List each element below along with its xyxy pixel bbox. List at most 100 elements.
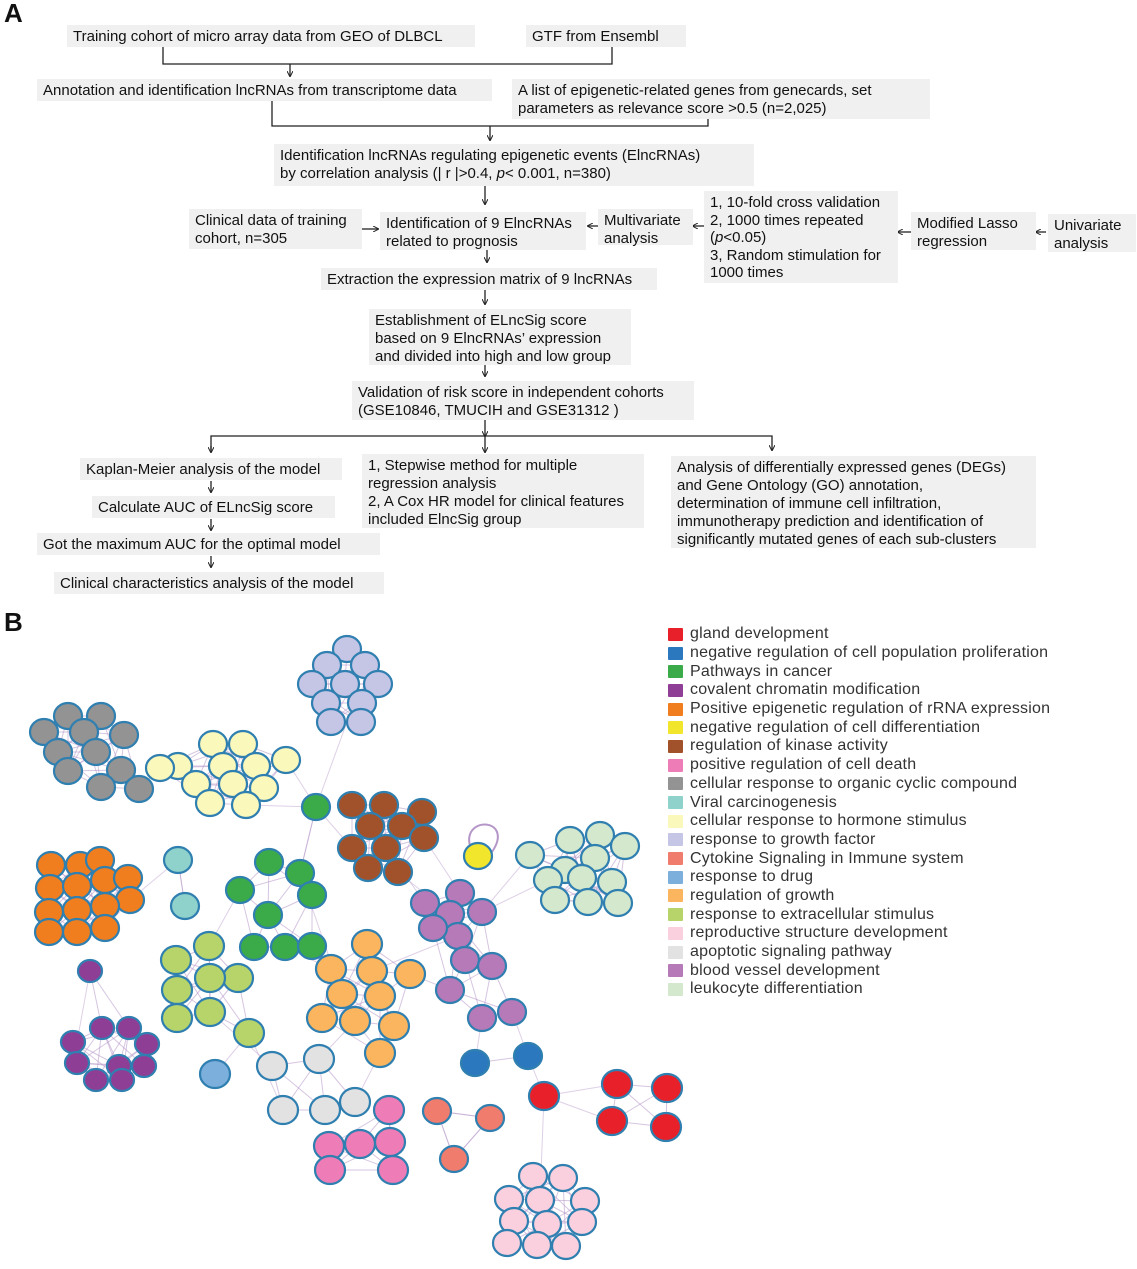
network-node (224, 875, 256, 905)
network-node (232, 1017, 266, 1049)
legend-label: leukocyte differentiation (690, 980, 863, 998)
legend-label: response to extracellular stimulus (690, 905, 935, 923)
network-node (162, 845, 194, 875)
network-node (466, 897, 498, 927)
box-epigenetic-genes: A list of epigenetic-related genes from … (512, 79, 930, 119)
network-node (474, 1103, 506, 1133)
network-node (343, 1128, 377, 1160)
legend-label: Positive epigenetic regulation of rRNA e… (690, 700, 1051, 718)
network-node (363, 1037, 397, 1069)
legend-label: positive regulation of cell death (690, 756, 917, 774)
network-nodes (28, 634, 684, 1261)
network-node (76, 958, 104, 984)
legend-swatch (668, 777, 683, 791)
network-node (160, 1002, 194, 1034)
network-node (512, 1041, 544, 1071)
network-node (449, 945, 481, 975)
legend-label: regulation of growth (690, 886, 835, 904)
panel-label-a: A (4, 0, 23, 28)
network-node (302, 1043, 336, 1075)
box-modified-lasso: Modified Lasso regression (911, 212, 1036, 250)
network-node (296, 931, 328, 961)
box9-c: <0.05) 3, Random stimulation for 1000 ti… (710, 229, 881, 281)
network-node (368, 790, 400, 820)
legend-swatch (668, 852, 683, 866)
legend-swatch (668, 833, 683, 847)
network-node (521, 1230, 553, 1260)
legend-swatch (668, 758, 683, 772)
network-node (466, 1003, 498, 1033)
legend-swatch (668, 889, 683, 903)
box-max-auc: Got the maximum AUC for the optimal mode… (37, 533, 380, 555)
network-node (105, 755, 137, 785)
network-node (313, 1154, 347, 1186)
network-node (602, 888, 634, 918)
network-node (539, 885, 571, 915)
network-node (408, 823, 440, 853)
box-clinical-data: Clinical data of training cohort, n=305 (189, 209, 362, 249)
network-node (514, 840, 546, 870)
network-node (434, 975, 466, 1005)
network-node (269, 932, 301, 962)
legend-swatch (668, 796, 683, 810)
network-node (329, 669, 361, 699)
network-node (193, 962, 227, 994)
legend-swatch (668, 627, 683, 641)
network-node (363, 980, 397, 1012)
network-node (123, 774, 155, 804)
network-node (377, 1010, 411, 1042)
box-multivariate: Multivariate analysis (598, 209, 693, 247)
network-node (417, 913, 449, 943)
network-node (169, 891, 201, 921)
network-node (52, 756, 84, 786)
legend-item: positive regulation of cell death (668, 756, 1050, 775)
network-node (34, 873, 66, 903)
network-node (382, 857, 414, 887)
network-node (409, 888, 441, 918)
network-node (517, 1161, 549, 1191)
network-node (130, 1053, 158, 1079)
legend-item: leukocyte differentiation (668, 980, 1050, 999)
legend-item: negative regulation of cell differentiat… (668, 718, 1050, 737)
legend-label: Pathways in cancer (690, 662, 833, 680)
network-node (85, 772, 117, 802)
legend-item: apoptotic signaling pathway (668, 943, 1050, 962)
network-node (28, 717, 60, 747)
network-node (82, 1067, 110, 1093)
box-annotation: Annotation and identification lncRNAs fr… (37, 79, 492, 101)
network-node (300, 792, 332, 822)
network-node (336, 790, 368, 820)
legend-item: negative regulation of cell population p… (668, 644, 1050, 663)
box-validation: Validation of risk score in independent … (352, 381, 694, 420)
network-node (338, 1005, 372, 1037)
network-node (88, 1015, 116, 1041)
network-node (61, 871, 93, 901)
network-node (355, 955, 389, 987)
legend-label: covalent chromatin modification (690, 681, 921, 699)
network-node (252, 900, 284, 930)
network-node (373, 1126, 407, 1158)
network-node (527, 1080, 561, 1112)
network-node (372, 1094, 406, 1126)
box-gtf-ensembl: GTF from Ensembl (526, 25, 686, 47)
network-node (572, 887, 604, 917)
network-node (524, 1185, 556, 1215)
network-node (217, 769, 249, 799)
legend-swatch (668, 665, 683, 679)
box5-line2a: by correlation analysis (| r |>0.4, (280, 165, 497, 182)
legend-swatch (668, 908, 683, 922)
network-node (370, 833, 402, 863)
network-node (459, 1048, 491, 1078)
legend-swatch (668, 646, 683, 660)
legend-swatch (668, 870, 683, 884)
legend-label: negative regulation of cell differentiat… (690, 718, 981, 736)
network-node (354, 811, 386, 841)
box-elncsig-score: Establishment of ELncSig score based on … (369, 309, 631, 365)
network-node (345, 707, 377, 737)
legend-label: Viral carcinogenesis (690, 793, 837, 811)
box-9-elncrnas: Identification of 9 ElncRNAs related to … (380, 212, 586, 250)
legend-item: blood vessel development (668, 961, 1050, 980)
legend-item: Positive epigenetic regulation of rRNA e… (668, 700, 1050, 719)
network-node (308, 1094, 342, 1126)
